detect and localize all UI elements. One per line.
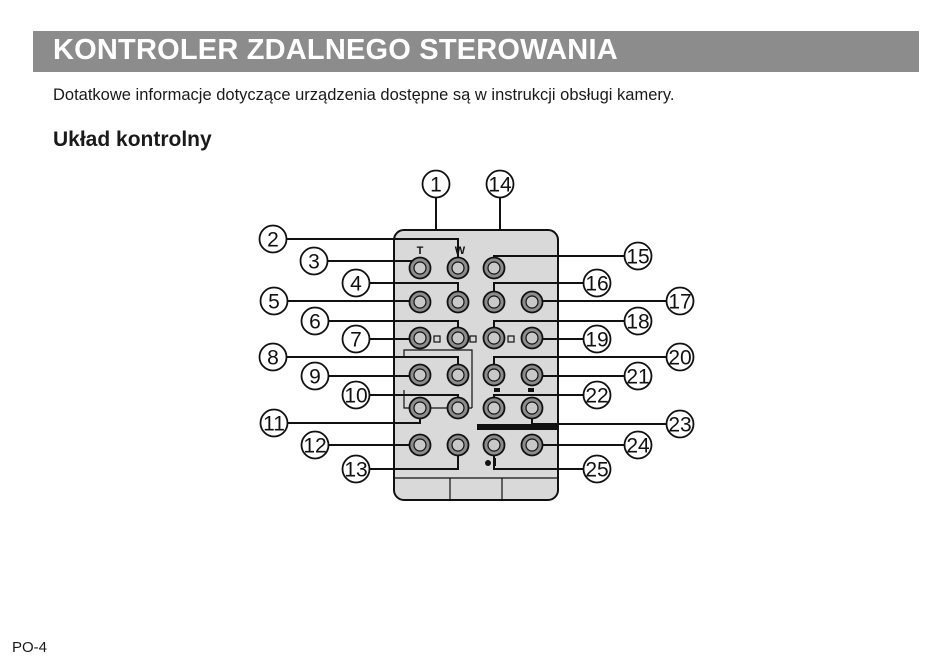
callout-13: 13 [341,454,371,484]
callout-21: 21 [623,361,653,391]
svg-text:14: 14 [488,174,512,197]
page-title: KONTROLER ZDALNEGO STEROWANIA [53,34,618,66]
svg-text:21: 21 [626,366,649,389]
callout-12: 12 [300,430,330,460]
svg-text:5: 5 [268,291,280,314]
svg-text:20: 20 [668,347,691,370]
callout-17: 17 [665,286,695,316]
marker-dash-2 [528,388,534,392]
callout-14: 14 [485,169,515,199]
svg-text:19: 19 [585,329,608,352]
page-number: PO-4 [12,639,48,656]
button-13 [446,433,470,457]
button-23 [520,396,544,420]
remote-body [393,229,559,501]
callout-2: 2 [258,224,288,254]
svg-text:22: 22 [585,385,608,408]
callout-25: 25 [582,454,612,484]
svg-text:13: 13 [344,459,367,482]
svg-text:9: 9 [309,366,321,389]
svg-text:25: 25 [585,459,608,482]
button-21 [520,363,544,387]
callout-15: 15 [623,241,653,271]
marker-square-3 [507,335,515,343]
callout-11: 11 [259,408,289,438]
callout-24: 24 [623,430,653,460]
button-18 [482,326,506,350]
callout-16: 16 [582,268,612,298]
callout-18: 18 [623,306,653,336]
callout-9: 9 [300,361,330,391]
button-22 [482,396,506,420]
svg-text:6: 6 [309,311,321,334]
remote-band [477,424,558,430]
section-heading: Układ kontrolny [53,128,212,151]
leader-lines [287,198,666,470]
marker-dash-1 [494,388,500,392]
callout-22: 22 [582,380,612,410]
svg-text:11: 11 [263,413,285,436]
intro-text: Dotatkowe informacje dotyczące urządzeni… [53,86,675,104]
svg-text:12: 12 [303,435,326,458]
button-10 [446,396,470,420]
button-4 [446,290,470,314]
svg-text:23: 23 [668,414,691,437]
button-6 [446,326,470,350]
title-bar: KONTROLER ZDALNEGO STEROWANIA [33,31,919,72]
button-7 [408,326,432,350]
button-19 [520,326,544,350]
svg-text:7: 7 [350,329,362,352]
button-17 [520,290,544,314]
callout-7: 7 [341,324,371,354]
svg-text:16: 16 [585,273,608,296]
svg-text:10: 10 [344,385,367,408]
button-15 [482,256,506,280]
button-9 [408,363,432,387]
button-t [408,256,432,280]
marker-dot [485,460,491,466]
remote-bracket-left [403,349,473,408]
label-t: T [417,245,424,257]
callout-6: 6 [300,306,330,336]
button-20 [482,363,506,387]
button-11 [408,396,432,420]
svg-text:8: 8 [267,347,279,370]
button-25 [482,433,506,457]
button-8 [446,363,470,387]
button-24 [520,433,544,457]
button-5 [408,290,432,314]
callout-3: 3 [299,246,329,276]
callout-4: 4 [341,268,371,298]
callout-19: 19 [582,324,612,354]
svg-text:4: 4 [350,273,362,296]
label-w: W [455,245,466,257]
button-12 [408,433,432,457]
callout-20: 20 [665,342,695,372]
marker-square-1 [433,335,441,343]
svg-text:2: 2 [267,229,279,252]
remote-buttons [408,256,544,457]
svg-text:17: 17 [668,291,691,314]
callout-1: 1 [421,169,451,199]
svg-text:18: 18 [626,311,649,334]
button-w [446,256,470,280]
svg-text:3: 3 [308,251,320,274]
button-16 [482,290,506,314]
svg-text:15: 15 [626,246,649,269]
callouts: 1 14 2 3 15 4 16 5 17 6 18 7 19 8 20 9 2… [258,169,695,484]
callout-10: 10 [341,380,371,410]
marker-square-2 [469,335,477,343]
callout-5: 5 [259,286,289,316]
callout-23: 23 [665,409,695,439]
svg-text:1: 1 [430,174,442,197]
callout-8: 8 [258,342,288,372]
svg-text:24: 24 [626,435,650,458]
